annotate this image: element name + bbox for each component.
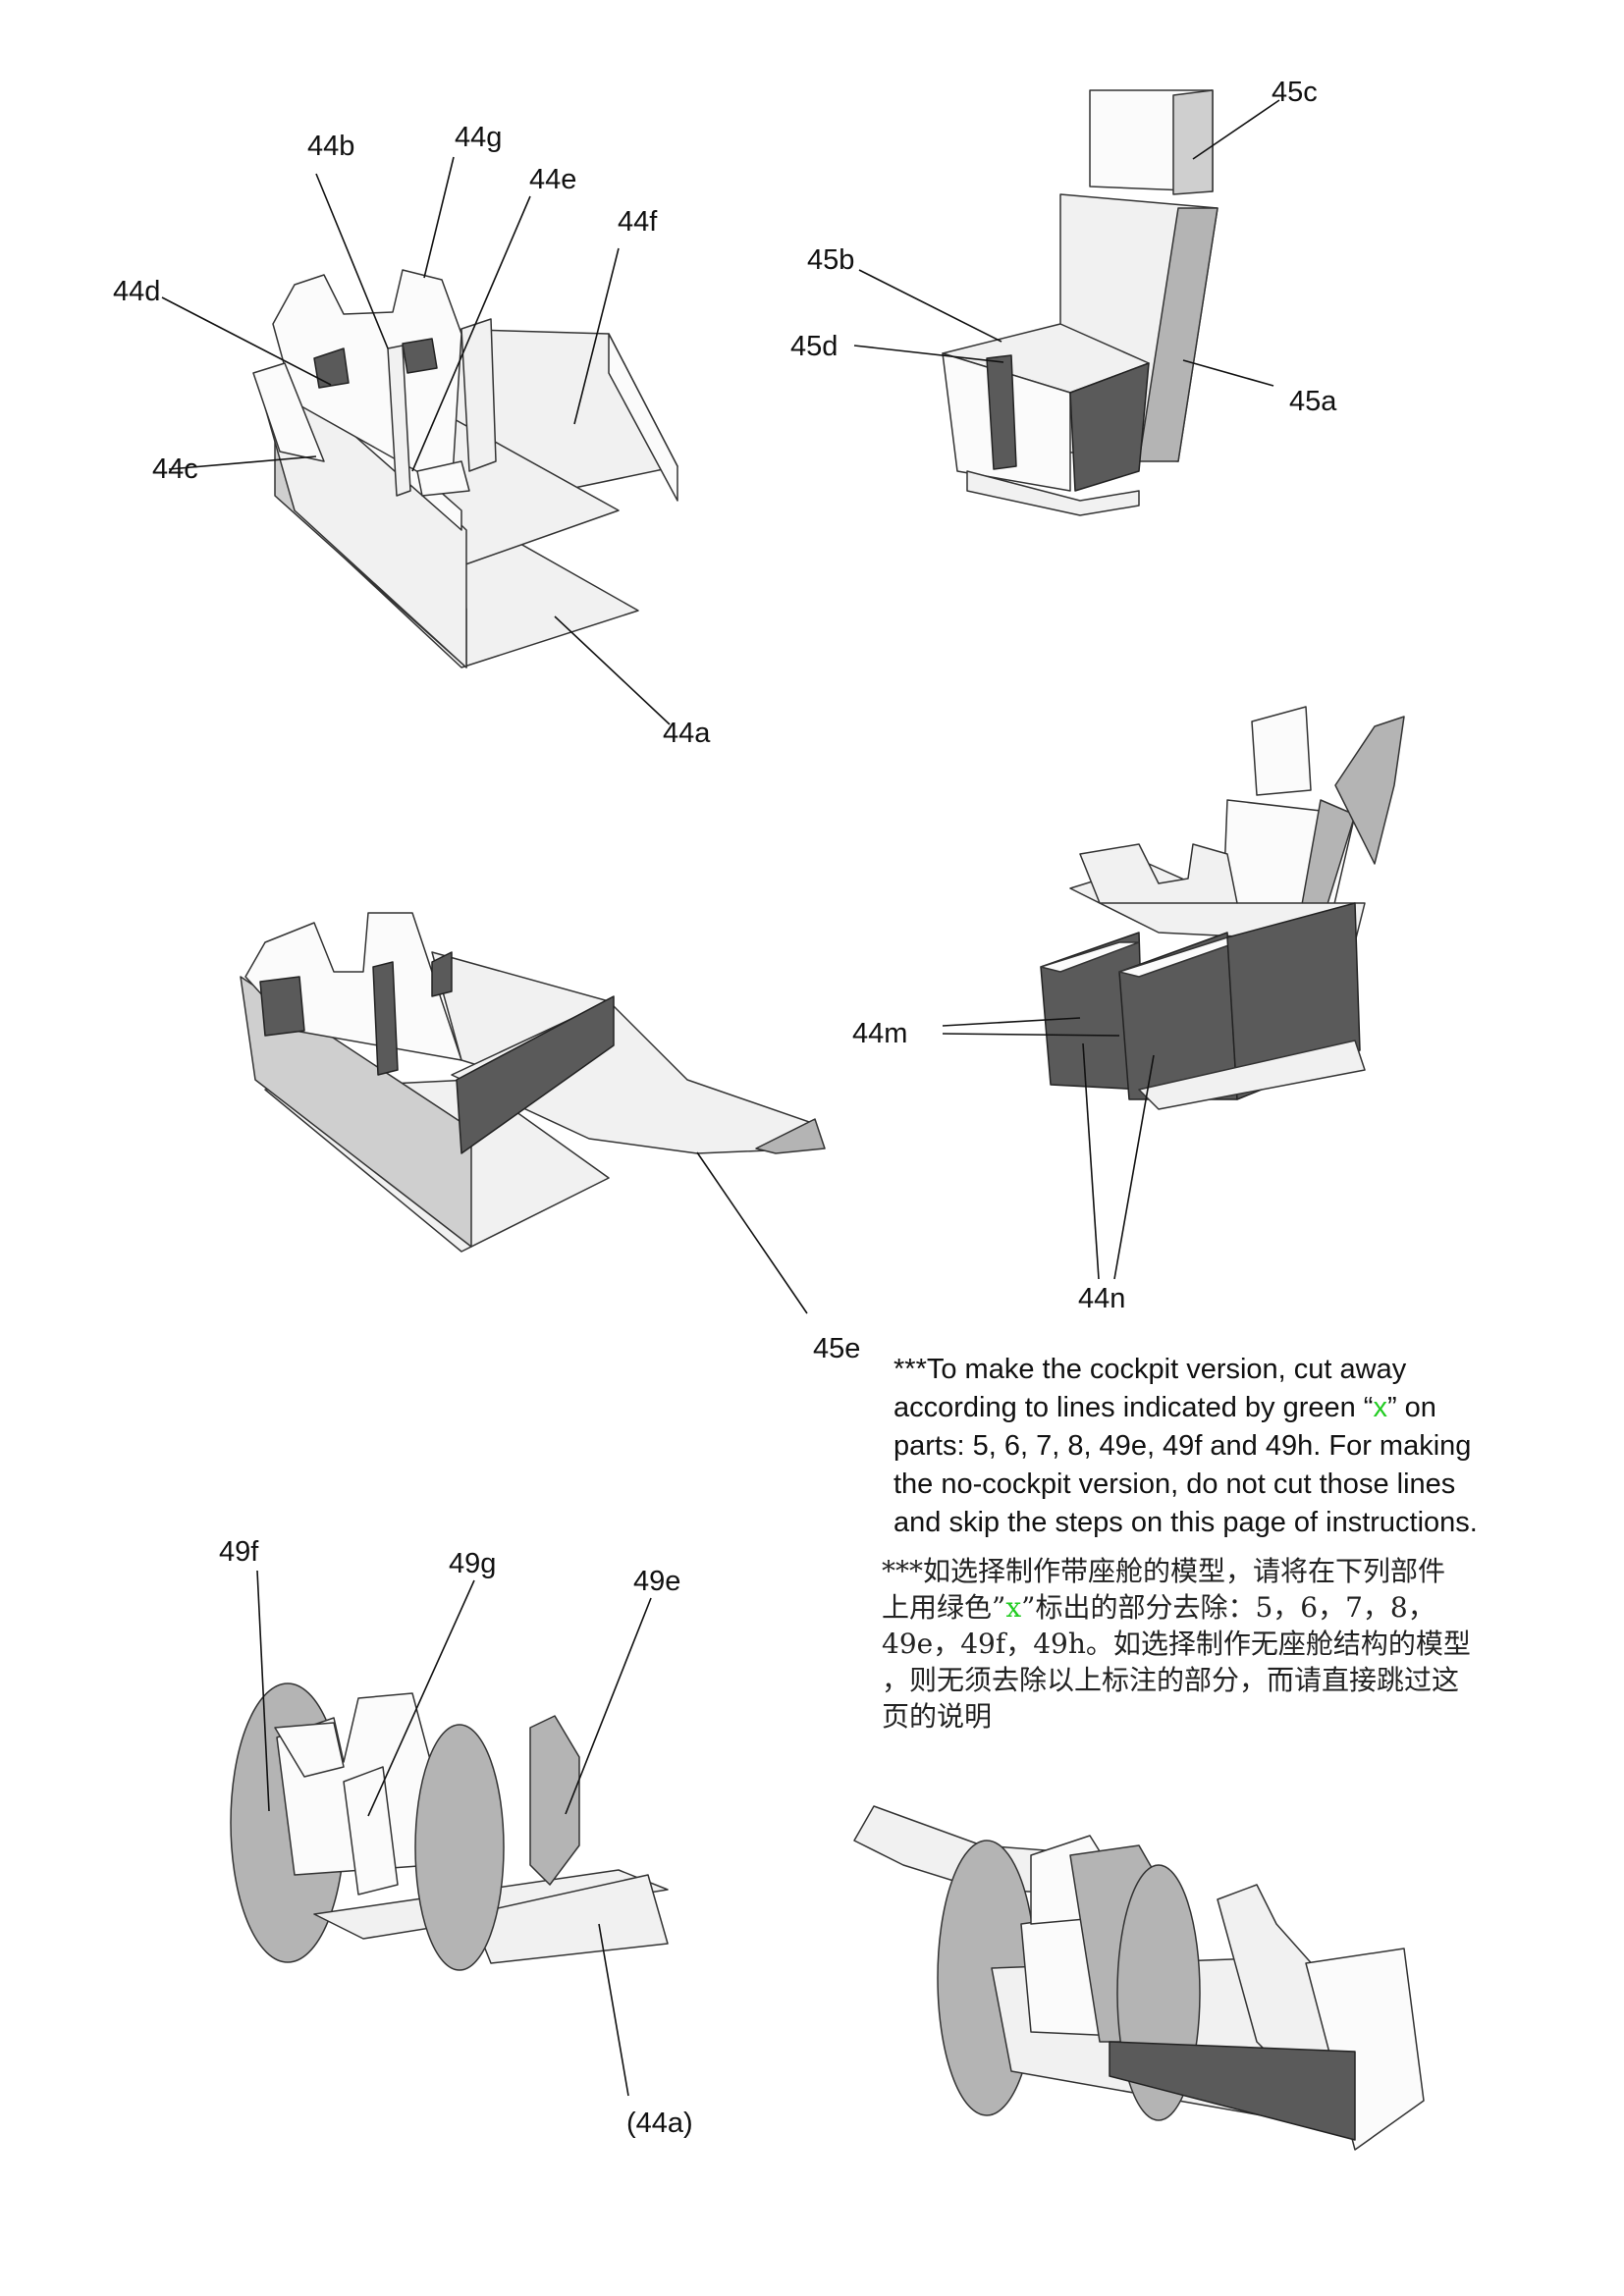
figure-cockpit-tub-44 (252, 269, 678, 668)
note-en-line-1: ***To make the cockpit version, cut away (893, 1354, 1407, 1385)
label-44f: 44f (618, 206, 658, 238)
figure-tub-with-45e (240, 912, 826, 1253)
label-44n: 44n (1078, 1283, 1125, 1314)
label-44a-parenthetical: (44a) (626, 2108, 693, 2139)
note-en-line-4: the no-cockpit version, do not cut those… (893, 1468, 1456, 1500)
note-cn-line-4: ，则无须去除以上标注的部分，而请直接跳过这 (882, 1664, 1460, 1696)
green-x-mark: x (1373, 1392, 1387, 1423)
note-cn-line-5: 页的说明 (882, 1700, 993, 1733)
label-44a: 44a (663, 718, 711, 749)
figure-seat-45 (942, 89, 1218, 516)
leader-lines (161, 99, 1280, 2097)
label-45a: 45a (1289, 386, 1337, 417)
figure-seat-in-tub-44mn (1040, 706, 1405, 1110)
label-44m: 44m (852, 1018, 907, 1049)
label-45e: 45e (813, 1333, 860, 1364)
green-x-mark-cn: x (1005, 1591, 1022, 1624)
figure-assembled-cockpit (853, 1805, 1425, 2151)
label-49e: 49e (633, 1566, 680, 1597)
note-cn-line-1: ***如选择制作带座舱的模型，请将在下列部件 (882, 1555, 1446, 1587)
label-49g: 49g (449, 1548, 496, 1579)
note-en-line-2: according to lines indicated by green “x… (893, 1392, 1436, 1423)
label-45d: 45d (790, 331, 838, 362)
note-en-line-5: and skip the steps on this page of instr… (893, 1507, 1478, 1538)
note-cn-line-2: 上用绿色”x”标出的部分去除：5，6，7，8， (882, 1591, 1435, 1624)
label-49f: 49f (219, 1536, 259, 1568)
note-cn-line-3: 49e，49f，49h。如选择制作无座舱结构的模型 (882, 1628, 1471, 1660)
figure-frame-49 (230, 1682, 669, 1971)
label-44d: 44d (113, 276, 160, 307)
note-en-line-3: parts: 5, 6, 7, 8, 49e, 49f and 49h. For… (893, 1430, 1472, 1462)
part-labels: 44b 44g 44e 44f 44d 44c 44a 45c 45b 45d … (113, 77, 1337, 2139)
label-44g: 44g (455, 122, 502, 153)
label-44c: 44c (152, 454, 198, 485)
cockpit-note-english: ***To make the cockpit version, cut away… (893, 1351, 1600, 1542)
label-45b: 45b (807, 244, 854, 276)
label-44b: 44b (307, 131, 354, 162)
label-44e: 44e (529, 164, 576, 195)
label-45c: 45c (1272, 77, 1318, 108)
cockpit-note-chinese: ***如选择制作带座舱的模型，请将在下列部件 上用绿色”x”标出的部分去除：5，… (882, 1553, 1589, 1735)
